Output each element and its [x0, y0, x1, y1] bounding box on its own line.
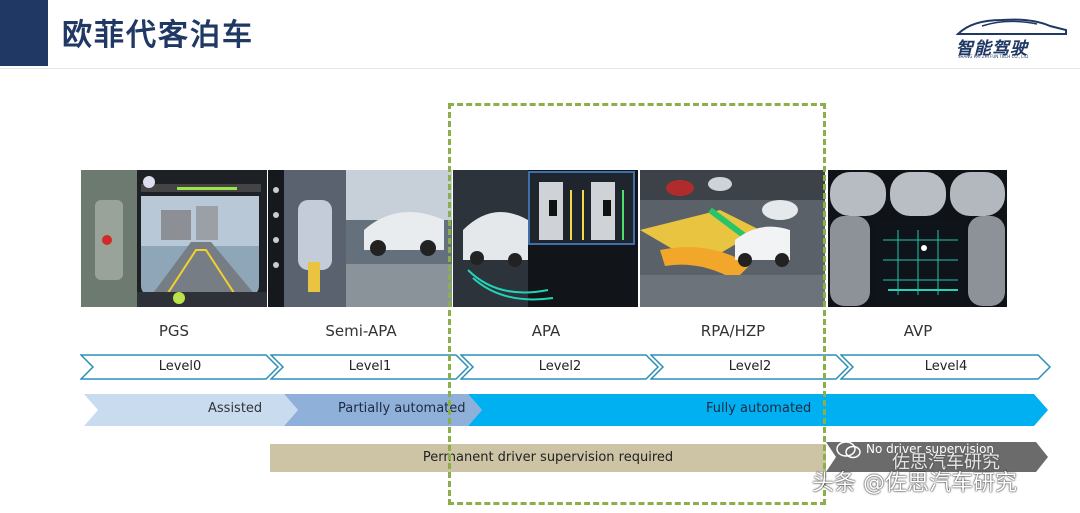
level-label: Level0 [158, 359, 202, 374]
stage-label-apa: APA [531, 322, 561, 340]
fully-automated-bar [468, 394, 1048, 426]
car-silhouette-icon [955, 18, 1067, 35]
stage-label-semi-apa: Semi-APA [325, 322, 397, 340]
assisted-label: Assisted [208, 401, 263, 416]
highlight-dashed-box [448, 103, 826, 505]
watermark-secondary: 佐思汽车研究 [892, 452, 1000, 473]
rpa-hzp-screenshot [640, 170, 825, 307]
fully-automated-label: Fully automated [706, 401, 812, 416]
partially-automated-bar [284, 394, 482, 426]
level-label: Level2 [728, 359, 772, 374]
stage-label-avp: AVP [903, 322, 933, 340]
logo-subtext: SHANG HAI ZHI FUN TECH CO., LTD [958, 54, 1029, 59]
level-chevron-4: Level4 [840, 354, 1052, 380]
avp-screenshot [828, 170, 1007, 307]
permanent-supervision-bar: Permanent driver supervision required [270, 444, 826, 472]
level-chevron-2: Level2 [460, 354, 660, 380]
assisted-bar [84, 394, 298, 426]
level-chevron-3: Level2 [650, 354, 850, 380]
level-chevron-0: Level0 [80, 354, 280, 380]
wechat-icon [836, 440, 862, 465]
semi-apa-screenshot [268, 170, 452, 307]
permanent-supervision-label: Permanent driver supervision required [422, 450, 674, 465]
no-supervision-bar: No driver supervision [826, 442, 1050, 472]
level-label: Level2 [538, 359, 582, 374]
stage-label-pgs: PGS [158, 322, 190, 340]
automation-bars [84, 394, 1048, 426]
partially-automated-label: Partially automated [338, 401, 466, 416]
logo-text: 智能驾驶 [956, 39, 1028, 59]
no-supervision-label: No driver supervision [866, 442, 995, 456]
apa-screenshot [453, 170, 638, 307]
level-chevron-1: Level1 [270, 354, 470, 380]
pgs-screenshot [81, 170, 267, 307]
page-title: 欧菲代客泊车 [62, 18, 254, 53]
level-label: Level4 [924, 359, 968, 374]
watermark-main: 头条 @佐思汽车研究 [812, 471, 1017, 496]
company-logo: 智能驾驶 SHANG HAI ZHI FUN TECH CO., LTD [952, 14, 1072, 66]
stage-label-rpa-hzp: RPA/HZP [700, 322, 766, 340]
header-accent-block [0, 0, 48, 66]
header-divider [0, 68, 1080, 69]
level-label: Level1 [348, 359, 392, 374]
